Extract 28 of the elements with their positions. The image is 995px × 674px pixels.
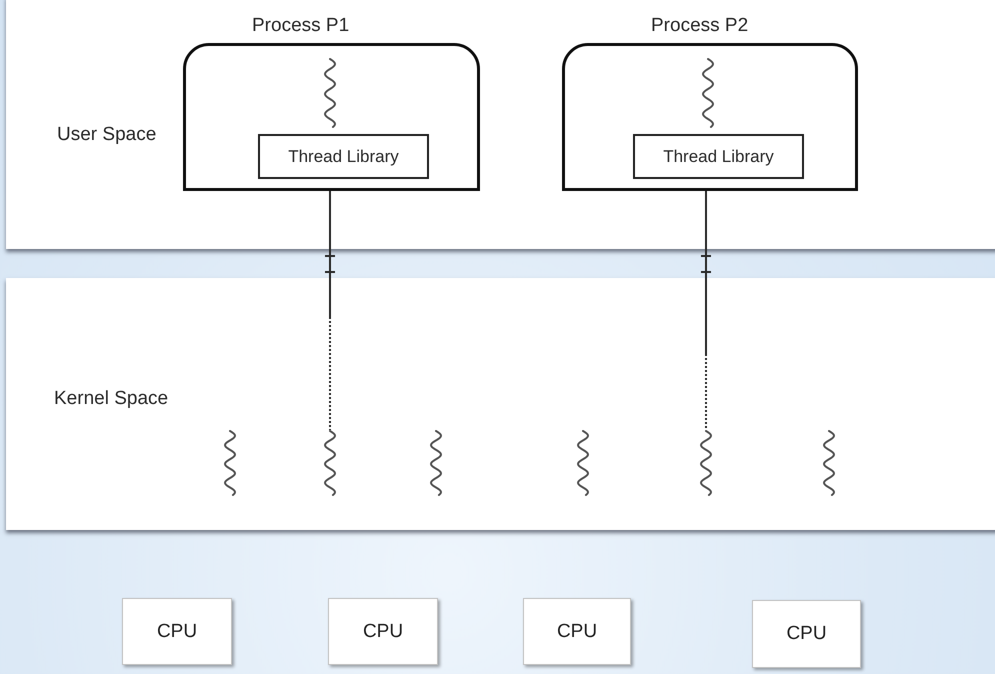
- squiggle-icon: [222, 430, 238, 496]
- library-box: [633, 134, 804, 179]
- library-label: Thread Library: [663, 146, 774, 166]
- squiggle-icon: [322, 58, 338, 128]
- band-label: User Space: [57, 124, 156, 146]
- squiggle-icon: [428, 430, 444, 496]
- space-band: [6, 0, 995, 249]
- squiggle-icon: [575, 430, 591, 496]
- cpu-box: [122, 598, 232, 665]
- cpu-box: [752, 600, 861, 668]
- cpu-label: CPU: [556, 620, 598, 642]
- process-title: Process P1: [252, 15, 350, 37]
- connector-line: [329, 191, 331, 430]
- process-title: Process P2: [651, 15, 748, 37]
- library-box: [258, 134, 429, 179]
- squiggle-icon: [700, 58, 716, 128]
- space-band: [6, 278, 995, 530]
- library-label: Thread Library: [288, 146, 399, 166]
- squiggle-icon: [821, 430, 837, 496]
- cpu-label: CPU: [156, 620, 198, 642]
- connector-line: [705, 191, 707, 430]
- band-label: Kernel Space: [54, 388, 168, 410]
- squiggle-icon: [698, 430, 714, 496]
- cpu-box: [523, 598, 631, 665]
- cpu-label: CPU: [362, 620, 404, 642]
- cpu-box: [328, 598, 438, 665]
- cpu-label: CPU: [786, 623, 827, 645]
- squiggle-icon: [322, 430, 338, 496]
